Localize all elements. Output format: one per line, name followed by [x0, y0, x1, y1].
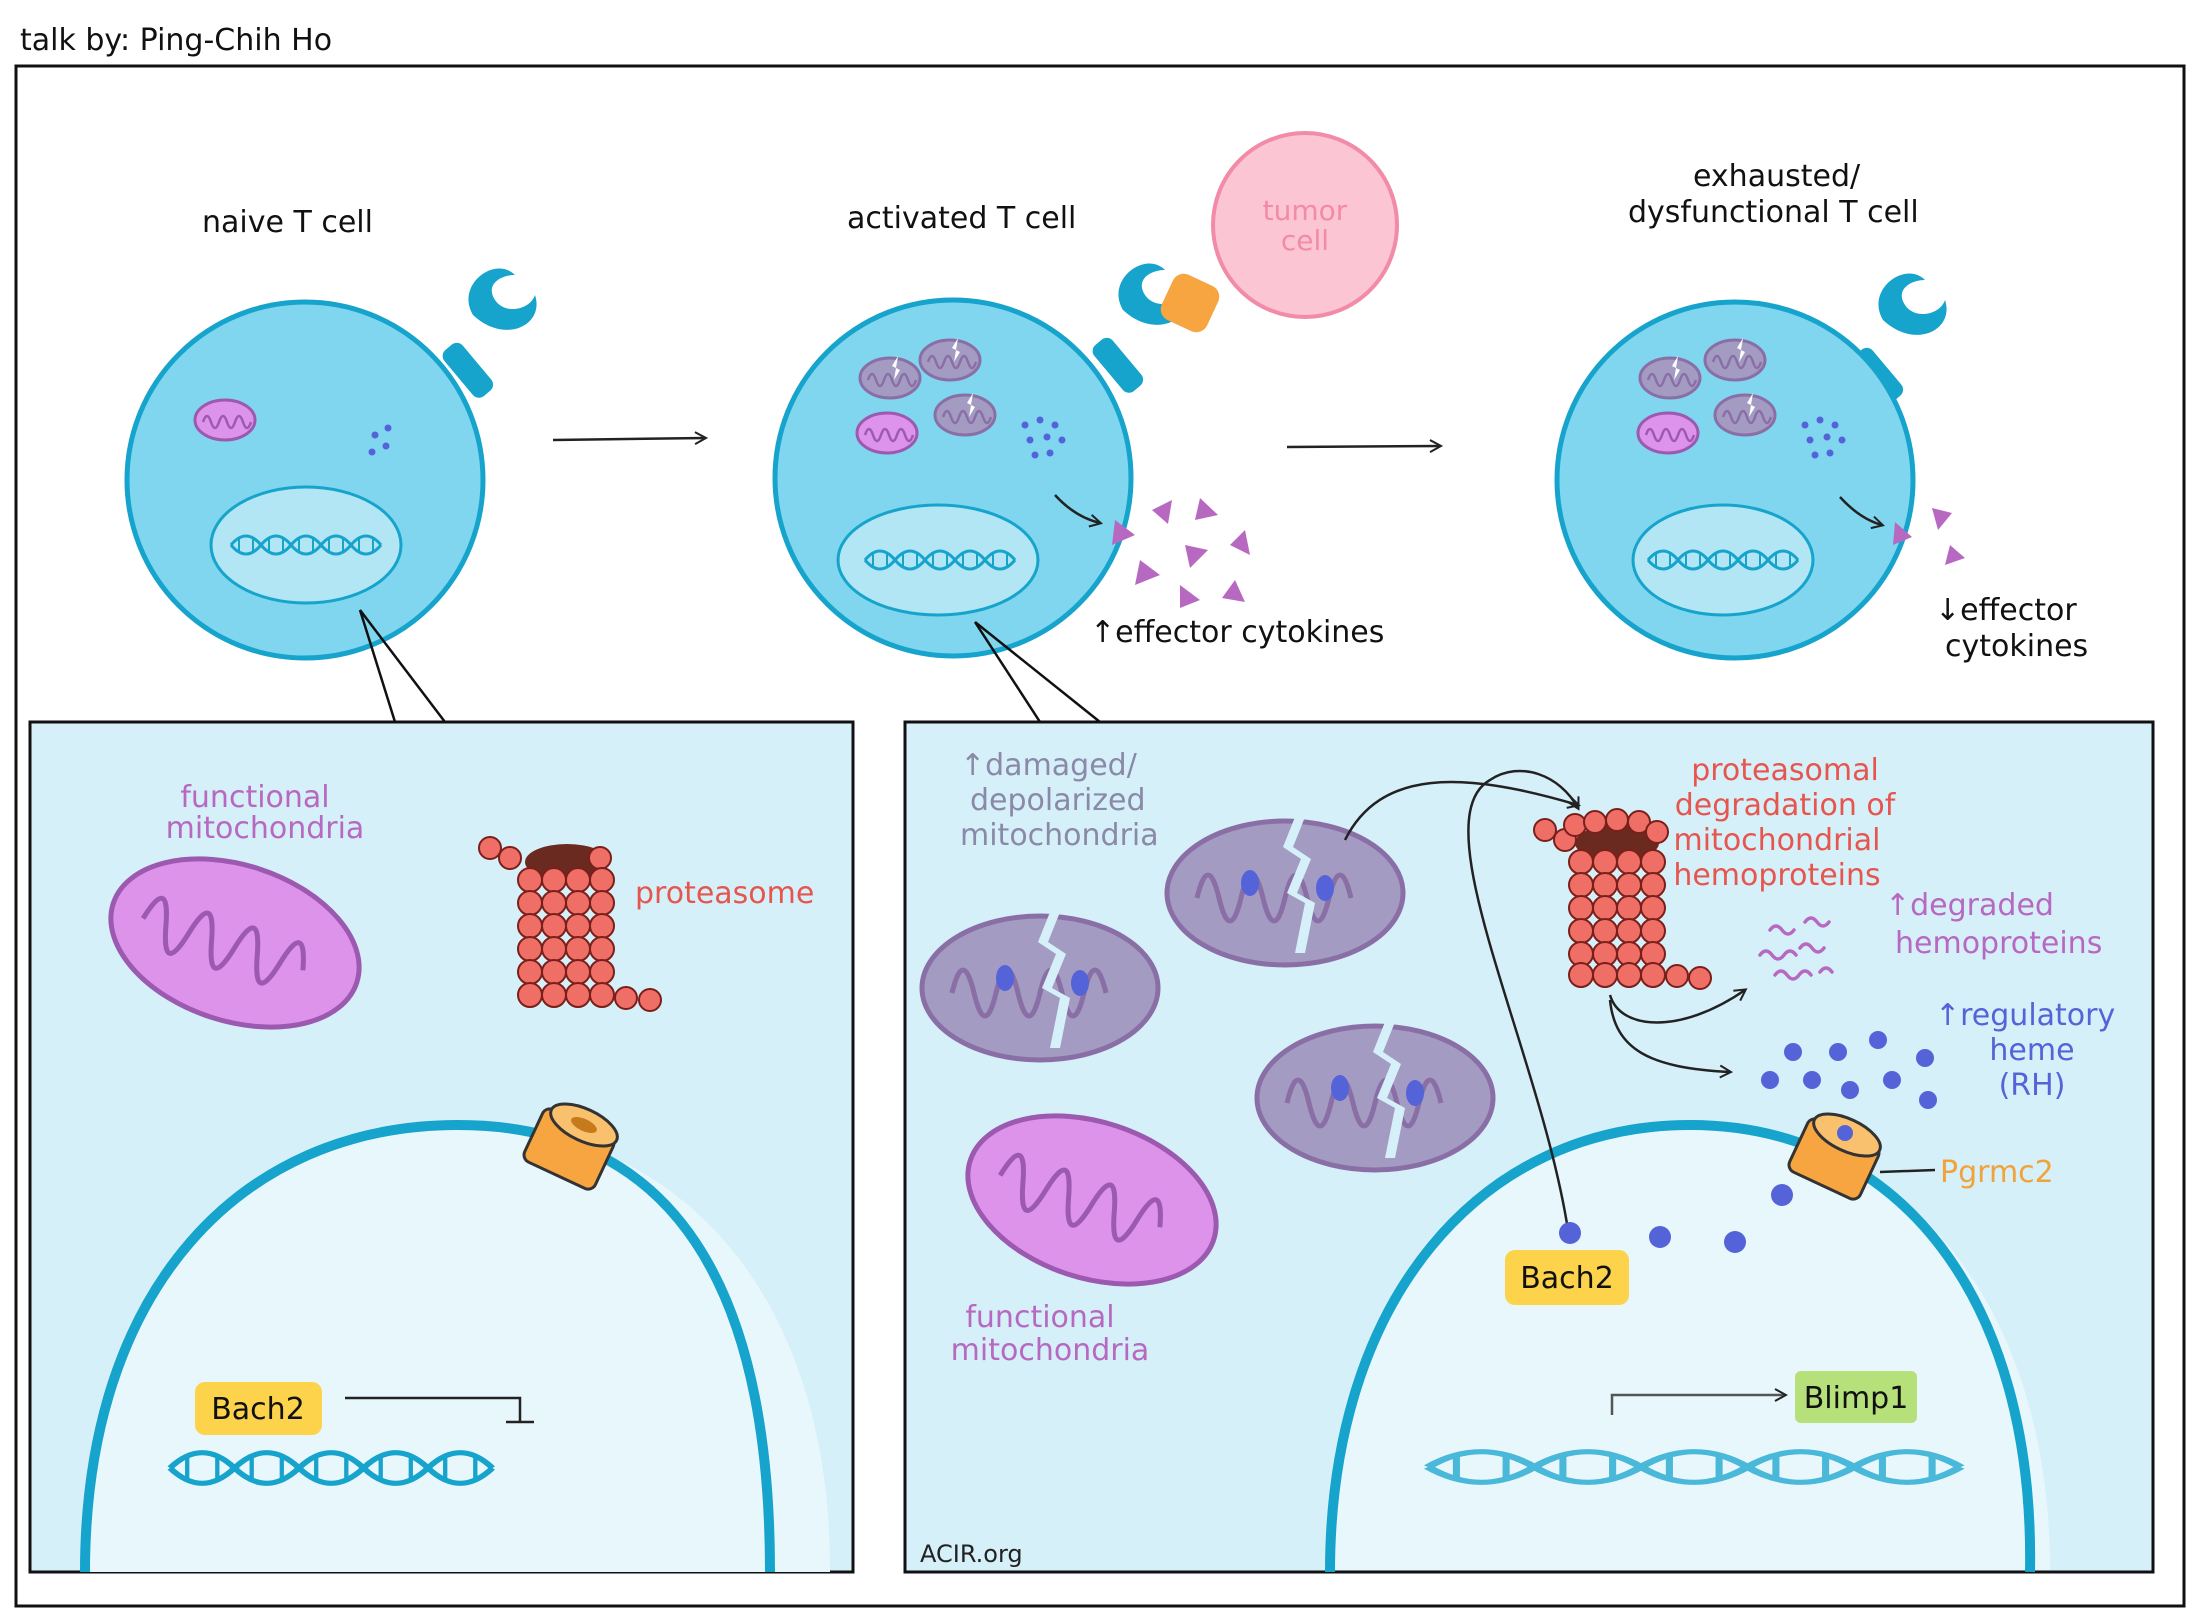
regulatory-label-3: (RH): [1999, 1068, 2066, 1103]
naive-label: naive T cell: [202, 205, 373, 240]
proteasomal-label-3: mitochondrial: [1674, 823, 1881, 858]
proteasomal-label-1: proteasomal: [1691, 753, 1879, 788]
regulatory-heme-dots: [1559, 1031, 1937, 1253]
tumor-label-1: tumor: [1263, 194, 1348, 227]
pgrmc2-icon: [522, 1102, 619, 1191]
degraded-label-1: ↑degraded: [1885, 888, 2054, 923]
arrow-activated-to-exhausted: [1286, 446, 1440, 447]
left-proteasome-label: proteasome: [635, 876, 814, 911]
left-bach2-label: Bach2: [211, 1392, 305, 1427]
pgrmc2-label: Pgrmc2: [1940, 1155, 2054, 1190]
zoom-line: [974, 621, 1101, 723]
naive-t-cell: [124, 268, 537, 661]
right-functional-mito-2: mitochondria: [951, 1333, 1150, 1368]
damaged-mitochondrion-icon: [1167, 817, 1403, 965]
damaged-label-2: depolarized: [970, 783, 1146, 818]
zoom-line: [973, 621, 1042, 723]
exhausted-label-1: exhausted/: [1693, 159, 1861, 194]
pgrmc2-pointer: [1879, 1168, 1936, 1174]
degraded-label-2: hemoproteins: [1895, 926, 2102, 961]
degraded-hemoproteins-icon: [1758, 916, 1834, 981]
exhausted-label-2: dysfunctional T cell: [1628, 195, 1919, 230]
credit-text: talk by: Ping-Chih Ho: [20, 23, 332, 58]
regulatory-label-1: ↑regulatory: [1935, 998, 2115, 1033]
arrow-naive-to-activated: [552, 438, 705, 440]
up-effector-label: ↑effector cytokines: [1090, 615, 1384, 650]
activated-t-cell: [772, 131, 1399, 659]
zoom-line: [358, 609, 397, 723]
proteasome-icon: [478, 836, 662, 1012]
left-functional-mito-2: mitochondria: [166, 811, 365, 846]
down-effector-label-1: ↓effector: [1935, 593, 2077, 628]
left-functional-mito-1: functional: [180, 780, 329, 815]
damaged-mitochondrion-icon: [922, 912, 1158, 1060]
proteasome-icon: [1533, 808, 1712, 990]
proteasomal-label-4: hemoproteins: [1673, 858, 1880, 893]
right-zoom-panel: [903, 720, 2155, 1574]
cytokines-down: [1893, 508, 1965, 565]
activation-arrow: [1610, 1395, 1785, 1415]
left-zoom-panel: [28, 720, 855, 1574]
exhausted-t-cell: [1554, 273, 1947, 661]
down-effector-label-2: cytokines: [1945, 629, 2088, 664]
outer-frame: [14, 64, 2186, 1608]
tumor-cell: [1211, 131, 1399, 319]
damaged-mitochondrion-icon: [1257, 1022, 1493, 1170]
pgrmc2-icon: [1787, 1112, 1882, 1201]
blimp1-box: [1795, 1371, 1917, 1423]
cytokines-up: [1112, 498, 1250, 608]
mitochondrion-icon: [193, 398, 257, 442]
bach2-box: [195, 1382, 322, 1435]
right-bach2-label: Bach2: [1520, 1261, 1614, 1296]
bach2-box: [1505, 1250, 1629, 1305]
zoom-line: [359, 609, 446, 723]
regulatory-label-2: heme: [1989, 1033, 2074, 1068]
activated-label: activated T cell: [847, 201, 1076, 236]
damaged-label-1: ↑damaged/: [960, 748, 1138, 783]
proteasomal-label-2: degradation of: [1675, 788, 1897, 823]
repression-arrow: [345, 1396, 534, 1424]
damaged-label-3: mitochondria: [960, 818, 1159, 853]
watermark: ACIR.org: [920, 1540, 1023, 1568]
right-functional-mito-1: functional: [965, 1300, 1114, 1335]
blimp1-label: Blimp1: [1804, 1381, 1909, 1416]
tumor-label-2: cell: [1281, 224, 1329, 257]
